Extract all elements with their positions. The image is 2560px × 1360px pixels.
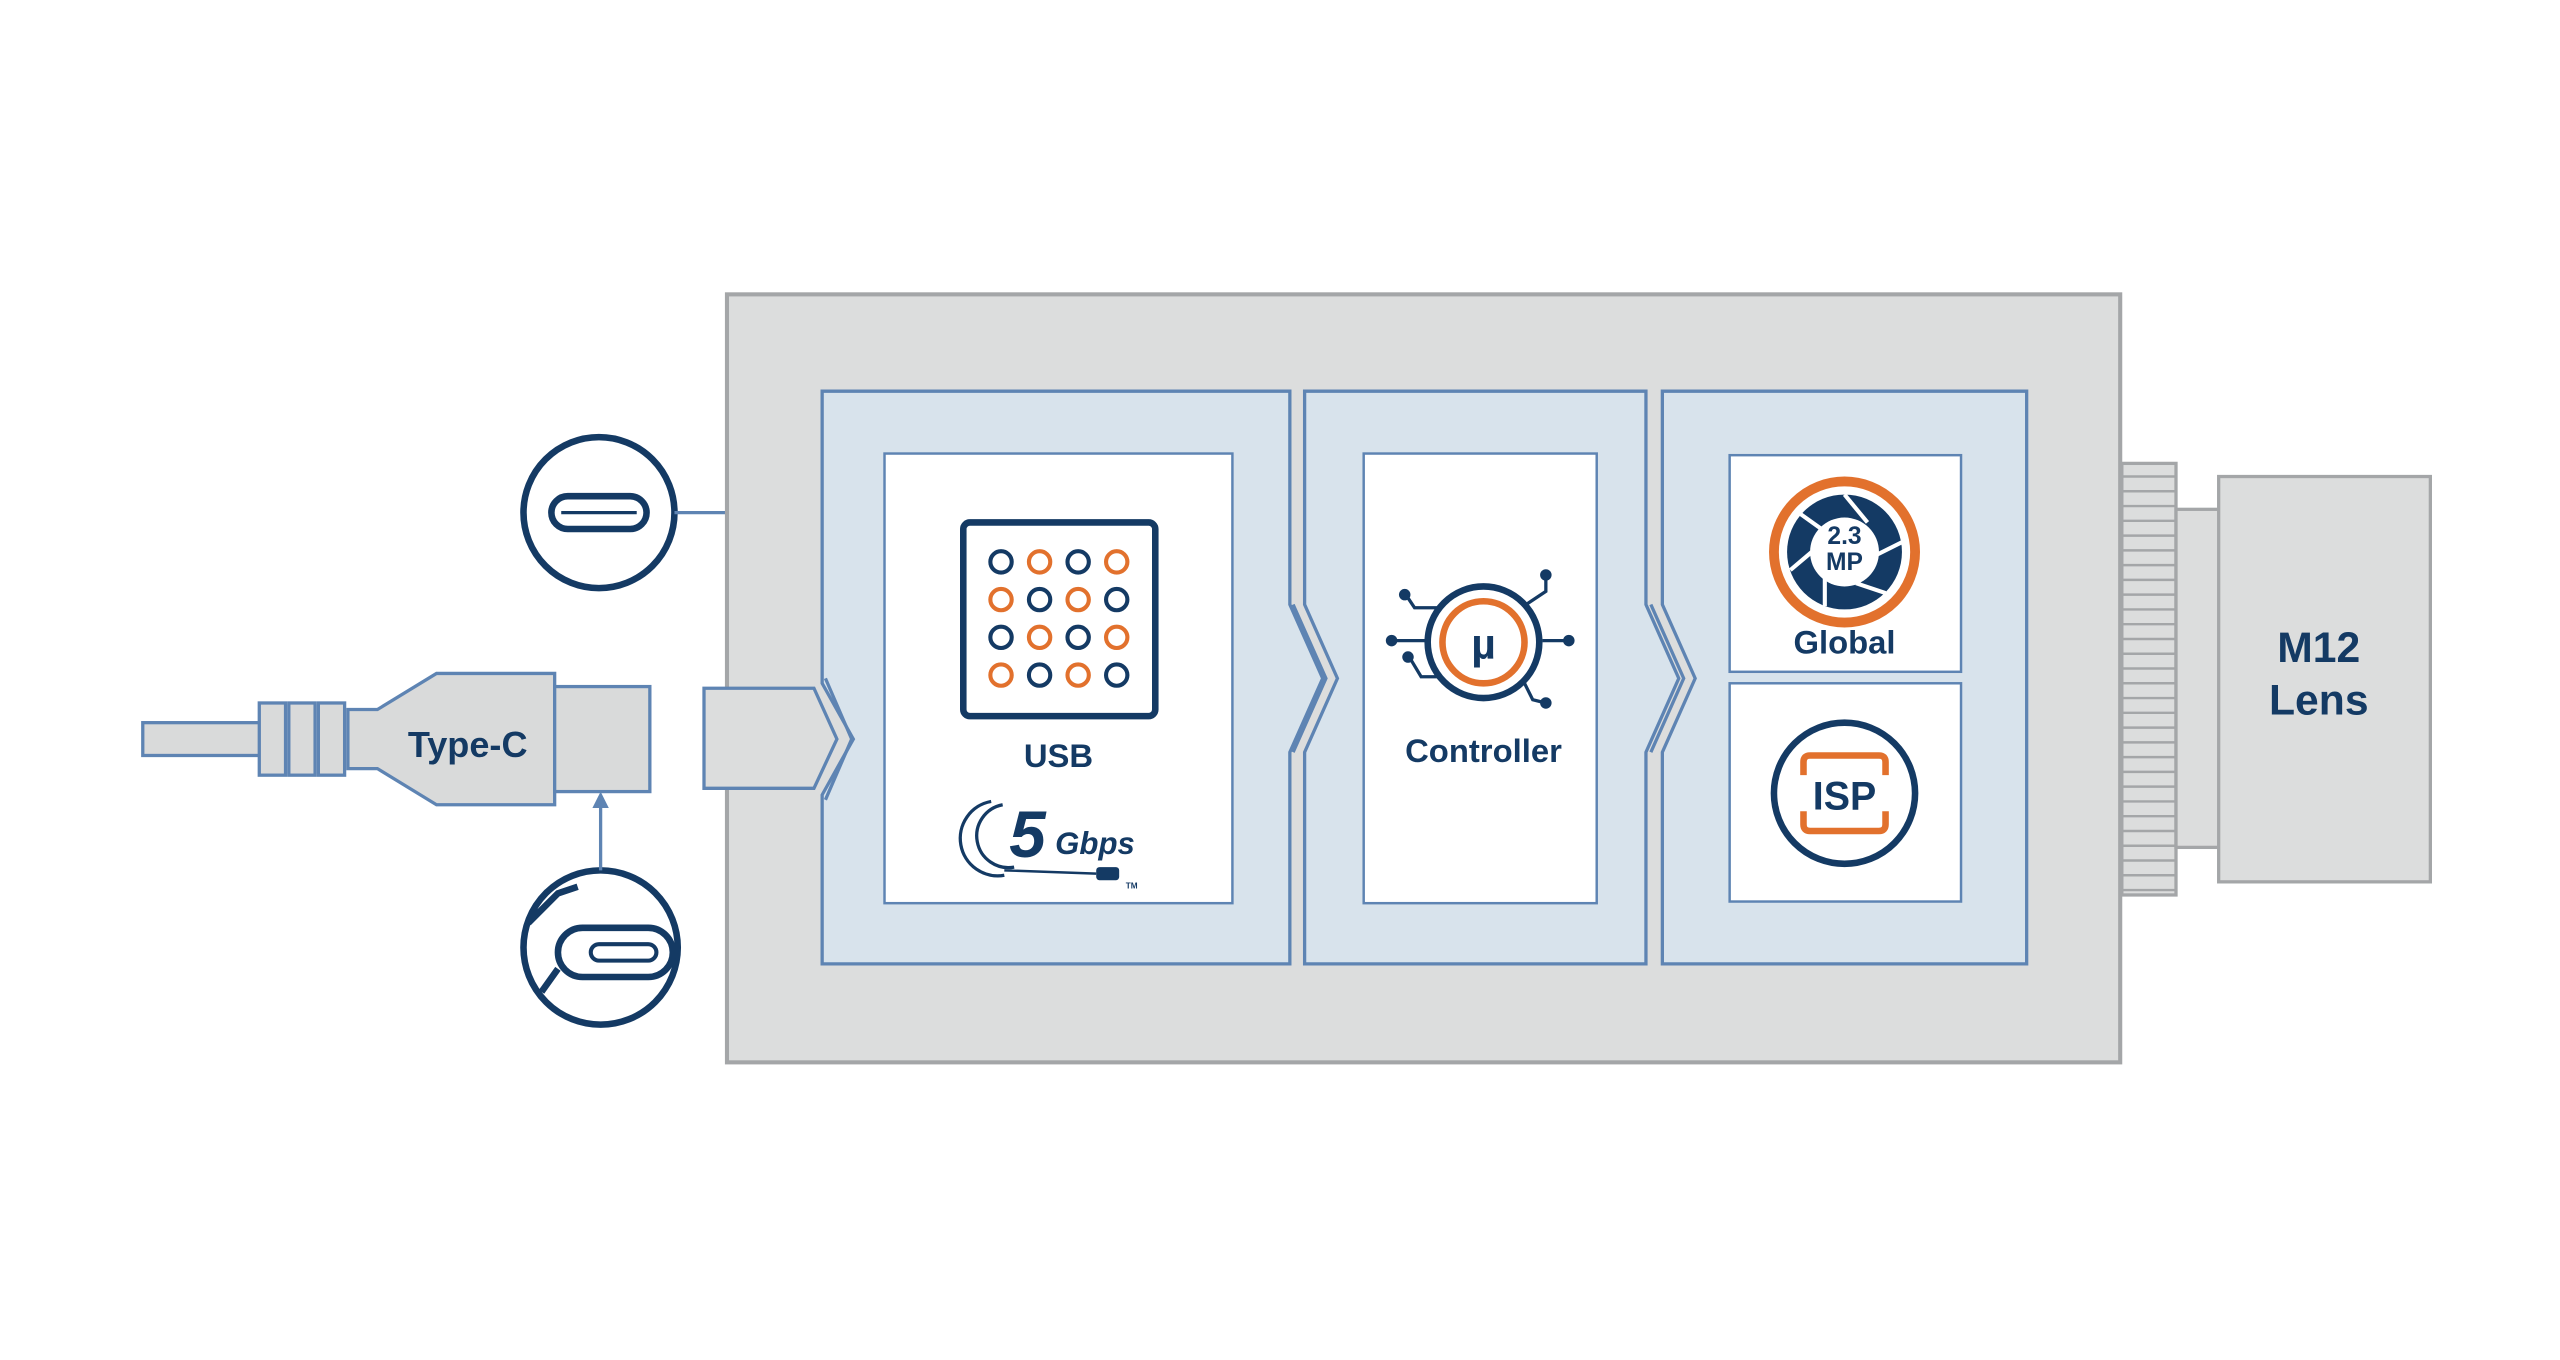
lens-thread [2120,461,2178,897]
cable-label: Type-C [408,724,528,765]
pixel-dot [1104,549,1130,575]
usb-c-cable: Type-C [141,671,652,807]
usb-trademark: TM [1126,881,1138,890]
pixel-dot [1104,624,1130,651]
pixel-dot [988,662,1014,688]
controller-label: Controller [1405,732,1562,769]
pixel-dot [1065,624,1091,651]
pixel-dot [1104,586,1130,613]
sensor-isp-panel: 2.3 MP Global ISP [1649,389,2029,966]
usb-label: USB [1024,737,1093,774]
m12-lens: M12 Lens [2217,474,2432,884]
usb-speed-number: 5 [1009,798,1047,871]
micro-symbol: µ [1471,621,1496,669]
plug-connector-arrow [592,791,609,871]
usb-speed-unit: Gbps [1055,826,1135,861]
pixel-dot [1065,586,1091,613]
usb-c-plug-icon [520,867,682,1028]
usb-port-connector [702,686,839,790]
controller-panel: µ Controller [1291,389,1681,966]
microcontroller-icon: µ [1385,569,1575,709]
pixel-dot [988,586,1014,613]
aperture-icon: 2.3 MP [1769,476,1920,628]
isp-label: ISP [1813,775,1876,819]
lens-label-line2: Lens [2269,676,2369,724]
usb-panel: USB 5 Gbps TM [820,389,1325,966]
isp-icon: ISP [1770,719,1919,868]
lens-label-line1: M12 [2277,624,2360,672]
usb-c-port-icon [520,433,678,592]
sensor-resolution-unit: MP [1826,549,1863,576]
pixel-dot [1026,662,1053,688]
global-shutter-label: Global [1793,624,1895,661]
pixel-dot [1026,624,1053,651]
lens-neck [2174,507,2224,850]
pixel-dot [1026,549,1053,575]
pixel-dot [1065,549,1091,575]
pixel-grid-icon [960,519,1159,720]
usb-5gbps-logo: 5 Gbps TM [958,798,1138,890]
pixel-dot [988,624,1014,651]
pixel-dot [1065,662,1091,688]
pixel-dot [1026,586,1053,613]
pixel-dot [988,549,1014,575]
pixel-dot [1104,662,1130,688]
sensor-resolution-value: 2.3 [1827,523,1861,550]
